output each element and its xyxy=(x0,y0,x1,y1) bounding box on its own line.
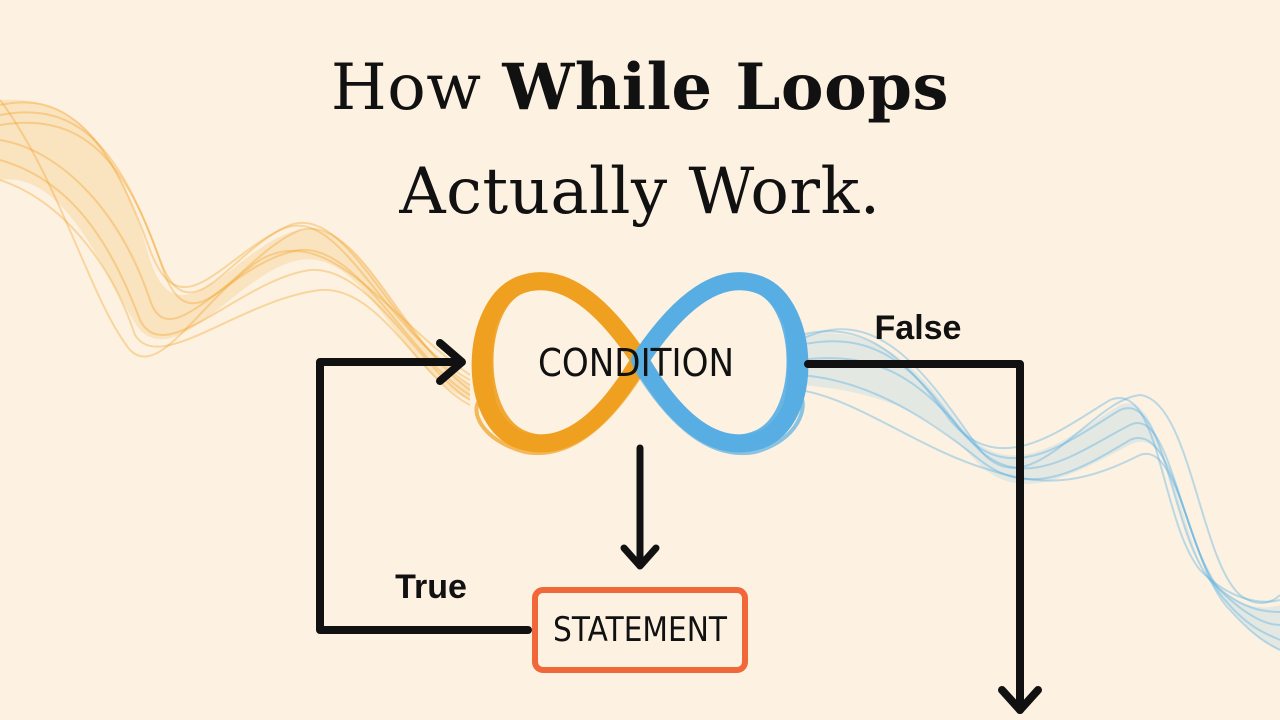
infinity-orange-loop xyxy=(471,272,649,456)
exit-arrowhead xyxy=(998,686,1042,714)
title-line-2: Actually Work. xyxy=(399,155,881,229)
orange-wave-decoration xyxy=(0,99,471,406)
false-label: False xyxy=(875,309,962,347)
condition-label: CONDITION xyxy=(538,341,734,385)
condition-to-statement-arrowhead xyxy=(620,544,660,570)
infinity-blue-loop xyxy=(631,272,809,456)
orange-wave-fill xyxy=(0,99,470,400)
loop-back-arrowhead xyxy=(436,339,466,385)
blue-wave-fill xyxy=(800,333,1280,650)
loop-back-arrow xyxy=(316,358,532,634)
exit-arrow xyxy=(804,360,1024,714)
title-line-1: How While Loops xyxy=(0,56,1280,121)
statement-label: STATEMENT xyxy=(553,610,727,650)
title-bold: While Loops xyxy=(502,50,950,125)
statement-box xyxy=(532,587,748,673)
true-label: True xyxy=(395,568,467,606)
title-prefix: How xyxy=(330,51,482,125)
